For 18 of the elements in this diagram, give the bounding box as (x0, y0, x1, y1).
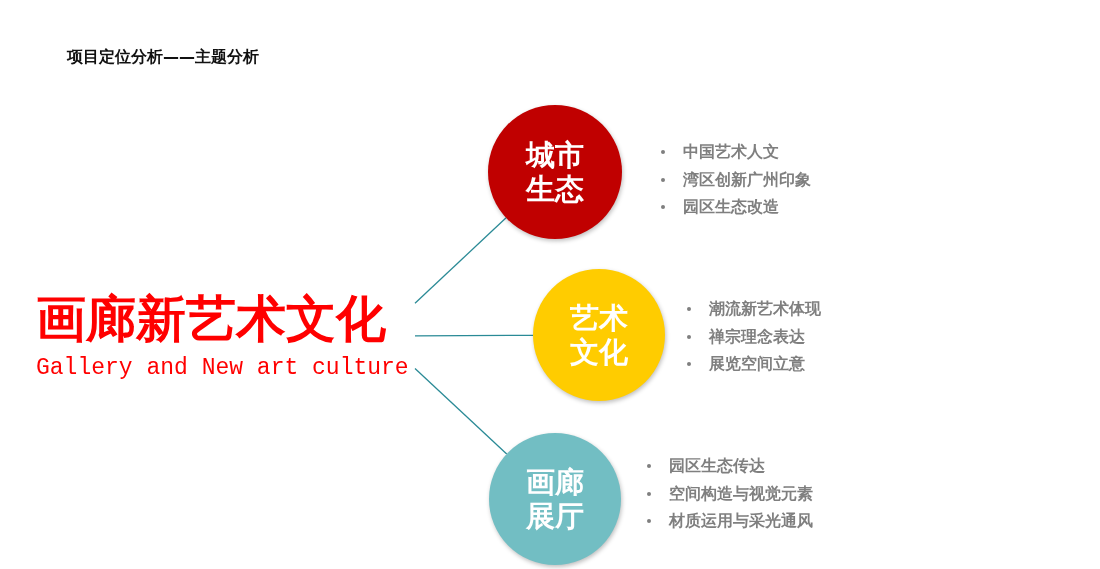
bullet-item: 园区生态传达 (647, 452, 813, 480)
connector-line (414, 217, 507, 304)
subtitle: Gallery and New art culture (36, 354, 409, 382)
bullet-item: 展览空间立意 (687, 350, 821, 378)
bullet-item: 湾区创新广州印象 (661, 165, 811, 193)
bullet-item: 禅宗理念表达 (687, 322, 821, 350)
topic-circle: 城市生态 (488, 105, 622, 239)
connector-line (414, 367, 508, 455)
bullet-item: 园区生态改造 (661, 193, 811, 221)
bullet-item: 材质运用与采光通风 (647, 507, 813, 535)
headline: 画廊新艺术文化 (36, 289, 386, 350)
connector-line (414, 334, 534, 337)
bullet-item: 中国艺术人文 (661, 138, 811, 166)
page-title: 项目定位分析——主题分析 (67, 47, 259, 68)
topic-circle: 画廊展厅 (489, 433, 621, 565)
topic-circle: 艺术文化 (533, 269, 665, 401)
bullet-item: 空间构造与视觉元素 (647, 479, 813, 507)
bullet-item: 潮流新艺术体现 (687, 295, 821, 323)
